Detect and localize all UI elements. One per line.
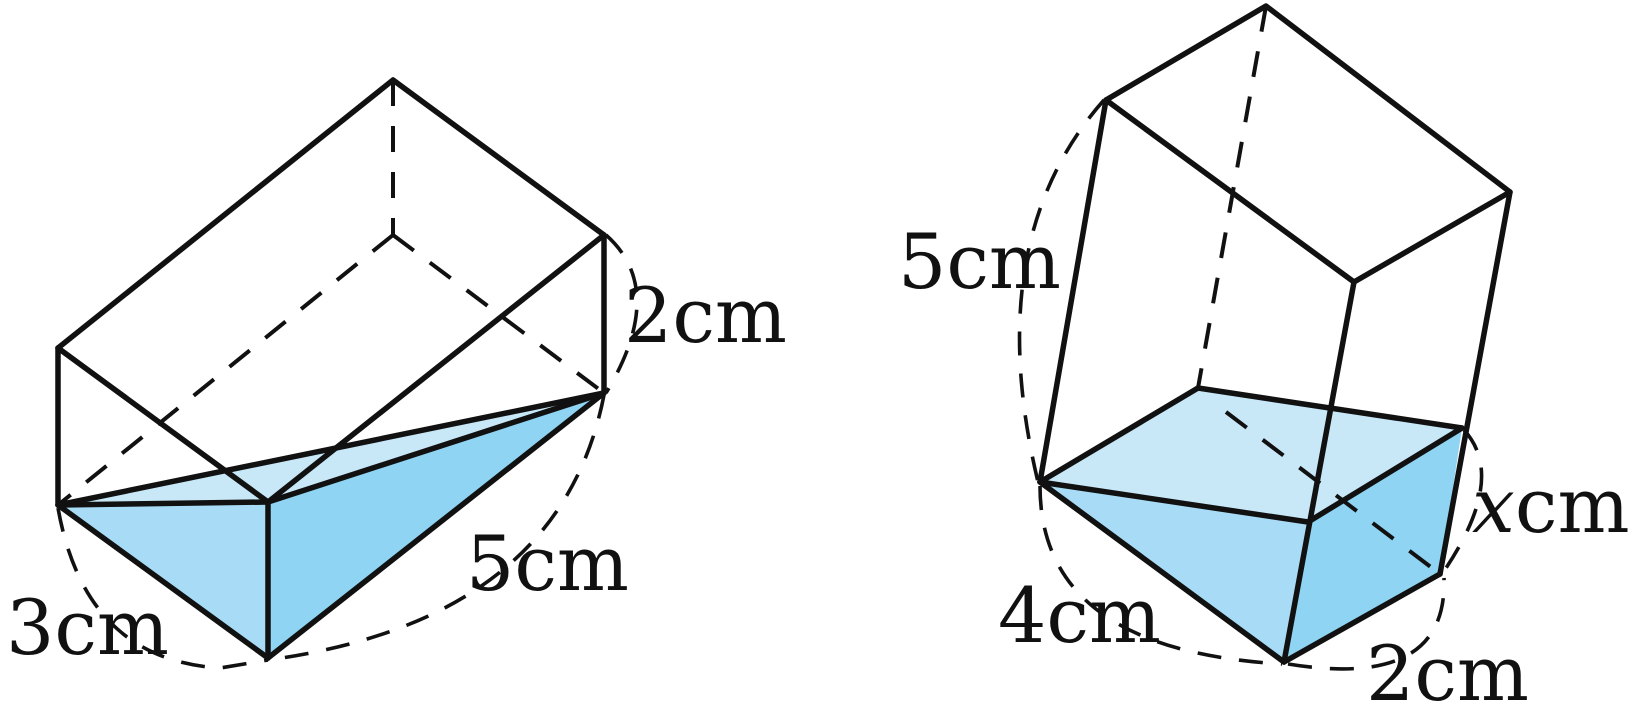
right-left-vertical [1037,97,1109,485]
left-water-line-b [55,390,607,508]
right-bottom-edge-b [1281,571,1443,665]
right-arc-height [1017,98,1106,483]
left-front-top-edge [55,345,271,505]
right-label-height: 5cm [898,217,1061,306]
right-water-front-face [1040,482,1308,662]
left-label-depth: 2cm [624,271,787,360]
left-arc-depth [604,233,639,394]
right-front-vertical [1281,279,1357,665]
left-top-edges [55,77,607,351]
right-right-vertical [1437,189,1513,577]
right-water-side-face [1284,428,1462,662]
right-water-back-edge-2 [1195,385,1465,431]
right-label-water-var: x [1472,461,1515,550]
right-top-face [1103,3,1513,285]
left-label-width: 3cm [6,583,169,672]
right-prism: 5cm xcm 4cm 2cm [898,3,1630,718]
right-label-depth: 2cm [1366,629,1529,718]
left-arc-width [56,507,269,670]
right-arc-water [1440,428,1484,576]
right-label-water: xcm [1472,461,1630,550]
right-water-back-edge [1037,385,1201,485]
left-arc-length [267,394,606,662]
right-hidden-vertical [1196,5,1268,389]
right-arc-width [1038,485,1283,666]
right-arc-depth [1287,577,1446,671]
left-label-length: 5cm [466,519,629,608]
right-water-front-edge [1037,479,1311,525]
right-label-water-unit: cm [1515,461,1630,550]
right-label-width: 4cm [998,571,1161,660]
left-top-back-edge [265,232,607,505]
left-water-line-a [55,499,271,508]
left-prism: 2cm 5cm 3cm [6,77,787,672]
right-water-side-edge [1305,425,1465,525]
left-hidden-left [56,233,395,507]
left-bottom-edge-b [265,390,607,661]
left-bottom-edge-a [55,502,271,661]
left-water-line-c [265,390,607,505]
right-bottom-edge-a [1037,479,1287,665]
